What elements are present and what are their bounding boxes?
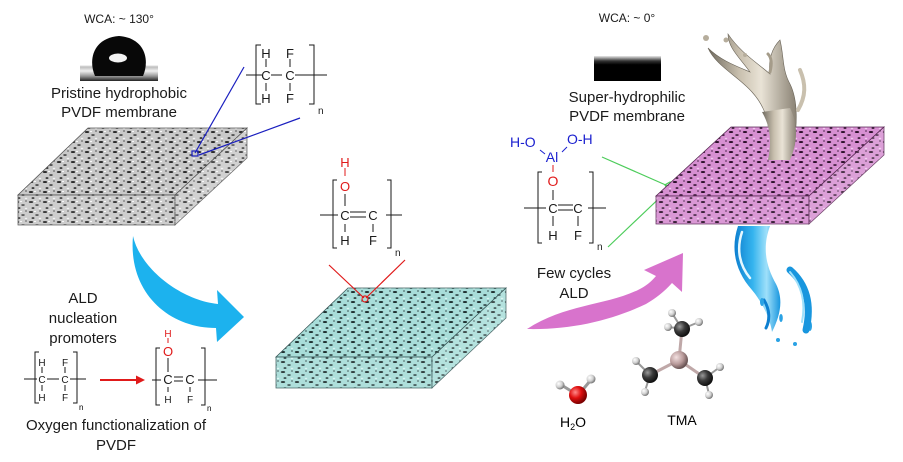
pink-process-arrow xyxy=(527,253,683,330)
pristine-callout xyxy=(191,66,301,157)
hydrophilic-membrane-slab xyxy=(654,126,886,225)
atom-h: H xyxy=(340,233,349,248)
atom-c: C xyxy=(61,375,68,386)
atom-f: F xyxy=(286,91,294,106)
nucleation-line1: ALD xyxy=(68,290,97,307)
functionalized-unit-small: H O C C H F n xyxy=(152,329,217,413)
atom-c: C xyxy=(163,372,172,387)
pvdf-repeat-unit-small: H F C C H F n xyxy=(24,351,86,412)
nucleation-section: ALD nucleation promoters H F C C H F n xyxy=(24,290,217,454)
al-coated-unit: H-O O-H Al O C C H F n xyxy=(510,131,606,253)
atom-c: C xyxy=(285,68,294,83)
atom-o: O xyxy=(340,179,350,194)
repeat-n: n xyxy=(395,248,401,259)
atom-f: F xyxy=(62,393,68,404)
atom-f: F xyxy=(187,395,193,406)
functionalized-section: H O C C H F n xyxy=(275,155,508,389)
nucleation-line2: nucleation xyxy=(49,310,117,327)
atom-c: C xyxy=(261,68,270,83)
hydroxyl-left: H-O xyxy=(510,134,536,150)
ald-step-line1: Few cycles xyxy=(537,265,611,282)
atom-h: H xyxy=(548,228,557,243)
water-molecule-model xyxy=(555,374,596,404)
atom-al: Al xyxy=(546,149,558,165)
atom-c: C xyxy=(368,208,377,223)
functionalized-unit-large: H O C C H F n xyxy=(320,155,402,259)
atom-c: C xyxy=(573,201,582,216)
pristine-name-line2: PVDF membrane xyxy=(61,104,177,121)
water-label: H2O xyxy=(560,414,586,432)
oil-stream-base xyxy=(762,108,796,160)
water-stream-icon xyxy=(734,226,812,346)
atom-h: H xyxy=(261,91,270,106)
reaction-arrow xyxy=(100,375,145,385)
ald-step-line2: ALD xyxy=(559,285,588,302)
repeat-n: n xyxy=(597,242,603,253)
pristine-name-line1: Pristine hydrophobic xyxy=(51,85,187,102)
contact-angle-droplet-image xyxy=(80,31,158,81)
atom-h: H xyxy=(38,393,45,404)
atom-h: H xyxy=(340,155,349,170)
atom-o: O xyxy=(163,344,173,359)
repeat-n: n xyxy=(79,403,83,412)
hydrophilic-name-line2: PVDF membrane xyxy=(569,108,685,125)
hydrophilic-name-line1: Super-hydrophilic xyxy=(569,89,686,106)
functionalized-membrane-slab xyxy=(275,287,508,389)
atom-h: H xyxy=(38,358,45,369)
tma-label: TMA xyxy=(667,412,697,428)
pristine-wca-label: WCA: ~ 130° xyxy=(84,12,154,26)
atom-f: F xyxy=(574,228,582,243)
hydrophilic-section: WCA: ~ 0° Super-hydrophilic PVDF membran… xyxy=(569,11,886,346)
atom-h: H xyxy=(261,46,270,61)
atom-c: C xyxy=(185,372,194,387)
repeat-n: n xyxy=(318,106,324,117)
atom-c: C xyxy=(548,201,557,216)
atom-f: F xyxy=(286,46,294,61)
functionalized-callout xyxy=(328,259,406,303)
atom-h: H xyxy=(164,329,171,340)
nucleation-caption-line2: PVDF xyxy=(96,437,136,454)
blue-process-arrow xyxy=(132,236,244,342)
atom-h: H xyxy=(164,395,171,406)
tma-molecule-model xyxy=(632,309,724,399)
atom-f: F xyxy=(62,358,68,369)
contact-angle-flat-image xyxy=(594,56,661,81)
repeat-n: n xyxy=(207,404,211,413)
pristine-membrane-slab xyxy=(17,127,249,226)
nucleation-line3: promoters xyxy=(49,330,117,347)
atom-c: C xyxy=(38,375,45,386)
atom-c: C xyxy=(340,208,349,223)
hydrophilic-wca-label: WCA: ~ 0° xyxy=(599,11,656,25)
atom-f: F xyxy=(369,233,377,248)
atom-o: O xyxy=(548,173,559,189)
hydroxyl-right: O-H xyxy=(567,131,593,147)
pristine-section: WCA: ~ 130° Pristine hydrophobic PVDF me… xyxy=(17,12,327,226)
nucleation-caption-line1: Oxygen functionalization of xyxy=(26,417,207,434)
pvdf-repeat-unit-top: H F C C H F n xyxy=(246,44,327,117)
